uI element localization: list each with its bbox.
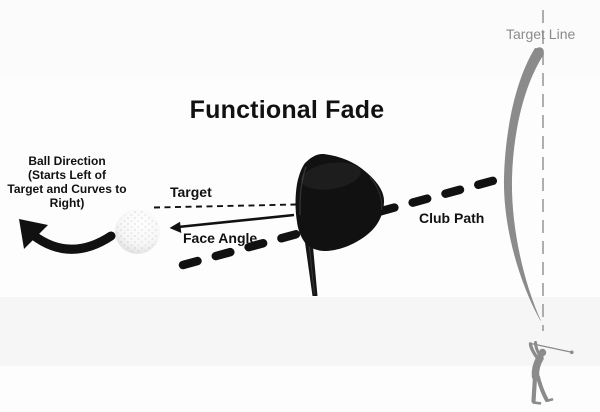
- club-path-label: Club Path: [419, 210, 485, 226]
- club-shaft: [304, 239, 318, 296]
- face-angle-arrow: [169, 213, 295, 233]
- golfer-silhouette: [528, 341, 574, 405]
- target-dashed-line: [153, 203, 298, 209]
- driver-club-head: [295, 153, 384, 296]
- target-label: Target: [170, 184, 212, 200]
- face-angle-label: Face Angle: [183, 230, 258, 246]
- target-line-label: Target Line: [506, 26, 576, 42]
- ball-direction-note: Ball Direction (Starts Left of Target an…: [2, 154, 132, 210]
- club-path-dashed-line: [178, 176, 499, 270]
- ball-direction-note-line2: (Starts Left of: [28, 168, 106, 182]
- ball-direction-note-line3: Target and Curves to: [7, 182, 127, 196]
- ball-direction-note-line1: Ball Direction: [28, 154, 106, 168]
- diagram-title: Functional Fade: [189, 96, 385, 124]
- golf-ball: [115, 209, 160, 254]
- ball-flight-curve: [503, 47, 544, 321]
- ball-direction-curved-arrow: [19, 219, 116, 254]
- ball-direction-note-line4: Right): [49, 196, 85, 210]
